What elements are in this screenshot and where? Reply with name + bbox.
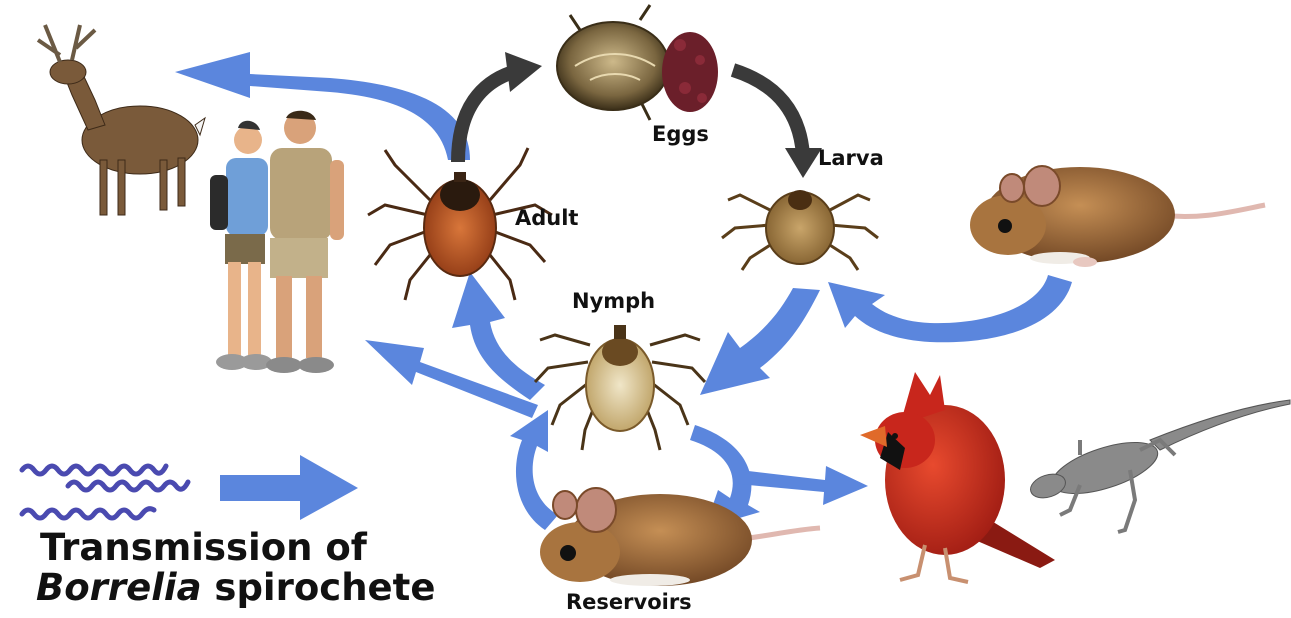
deer-icon (38, 25, 205, 215)
arrow-mouse-to-larva (828, 275, 1072, 342)
title-species: spirochete (202, 566, 436, 609)
label-adult: Adult (515, 206, 578, 230)
arrow-reservoir-to-nymph (510, 410, 558, 530)
arrow-nymph-to-cardinal (738, 466, 868, 505)
cardinal-icon (860, 372, 1055, 582)
arrow-eggs-to-larva (733, 70, 803, 155)
spirochete-icon (22, 466, 188, 518)
label-eggs: Eggs (652, 122, 709, 146)
arrow-adult-to-deer (175, 52, 470, 160)
larva-tick-icon (722, 190, 878, 270)
lizard-icon (1027, 400, 1290, 532)
mouse-icon (970, 166, 1265, 267)
reservoir-mouse-icon (540, 488, 820, 586)
label-reservoirs: Reservoirs (566, 590, 692, 614)
title-genus: Borrelia (36, 566, 202, 609)
title-line-1: Transmission of (40, 528, 367, 568)
engorged-tick-icon (557, 5, 669, 120)
nymph-tick-icon (535, 325, 705, 450)
people-icon (210, 111, 344, 373)
title-line-2: Borrelia spirochete (36, 568, 435, 608)
label-larva: Larva (818, 146, 884, 170)
arrow-larva-to-nymph (700, 288, 820, 395)
arrow-spirochete (220, 455, 358, 520)
label-nymph: Nymph (572, 289, 655, 313)
eggs-icon (662, 32, 718, 112)
